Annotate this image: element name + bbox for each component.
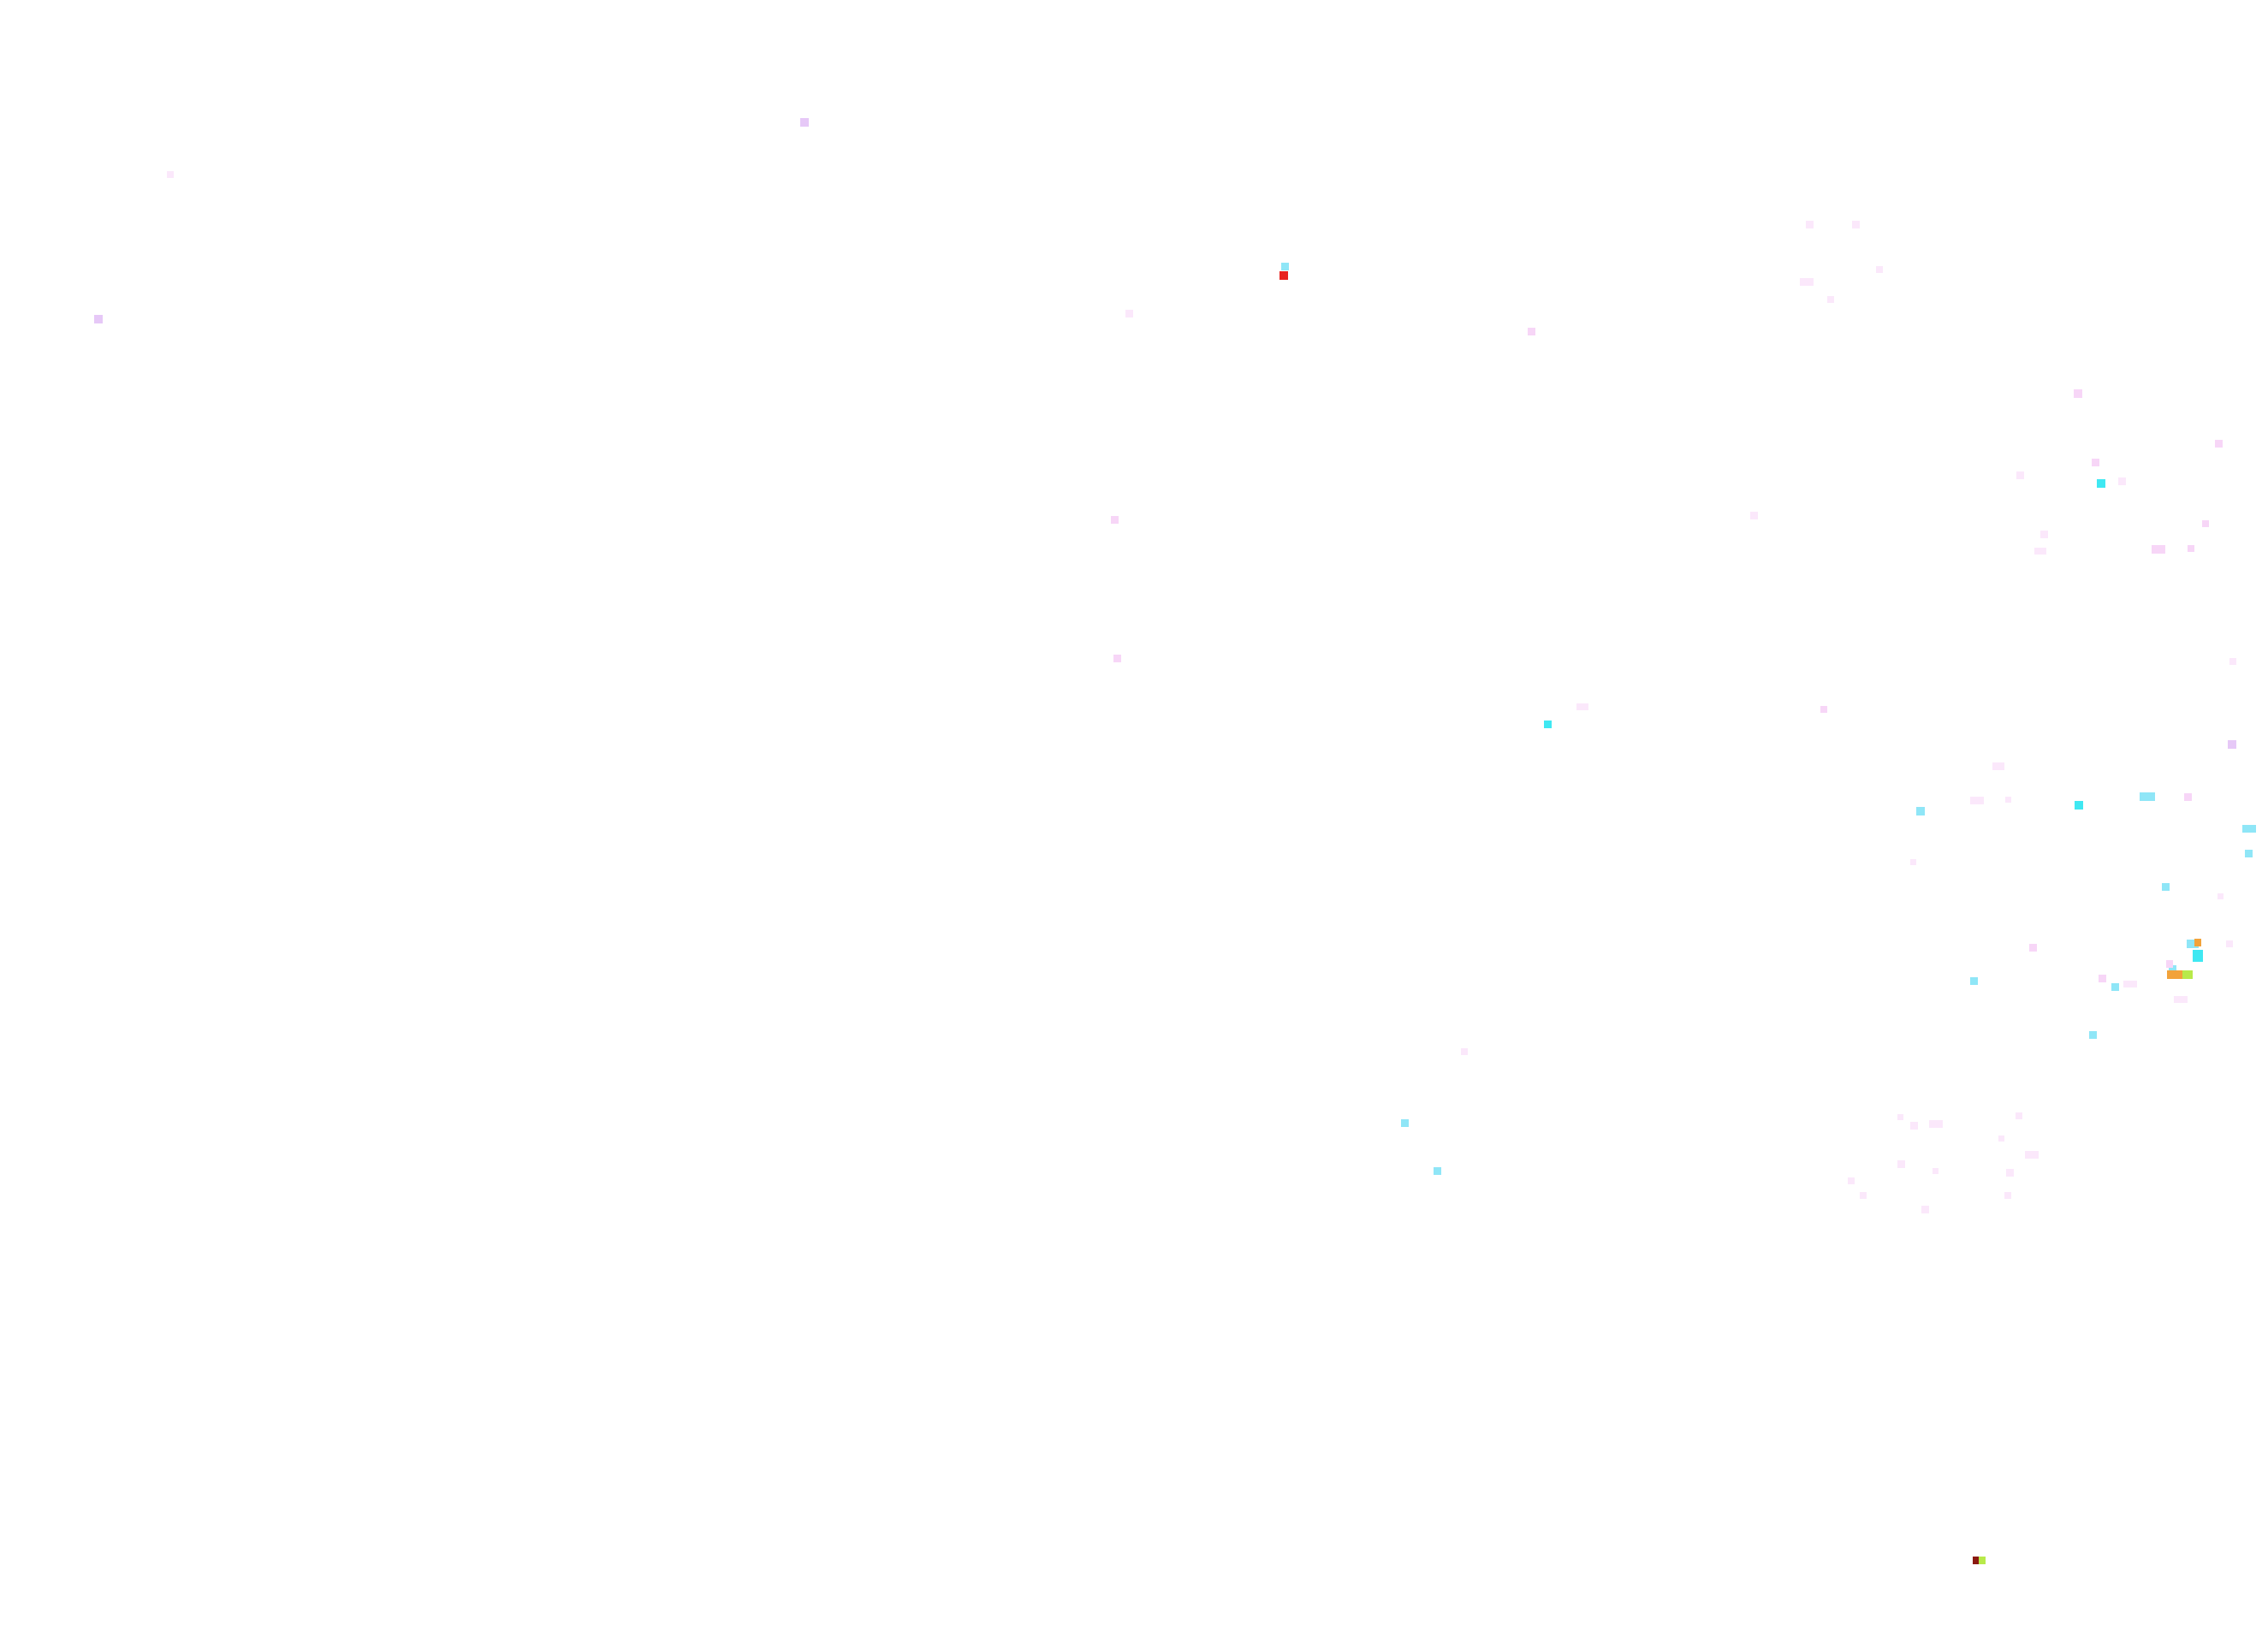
speck bbox=[2097, 479, 2105, 488]
speck bbox=[2166, 960, 2173, 968]
speck bbox=[1281, 263, 1289, 270]
speck bbox=[1401, 1119, 1409, 1127]
speck bbox=[2194, 939, 2201, 946]
speck bbox=[1852, 221, 1860, 228]
speck bbox=[2040, 531, 2048, 538]
speck bbox=[2229, 658, 2236, 665]
speck bbox=[1434, 1167, 1441, 1175]
speck bbox=[2099, 975, 2106, 982]
speck bbox=[2005, 797, 2011, 803]
speck bbox=[1576, 703, 1588, 710]
speck bbox=[2111, 983, 2119, 991]
speck bbox=[2118, 477, 2126, 485]
speck bbox=[2162, 883, 2170, 891]
speck bbox=[1970, 797, 1984, 804]
speck bbox=[2016, 1112, 2022, 1119]
speck bbox=[2174, 996, 2188, 1003]
speck bbox=[2089, 1031, 2097, 1039]
speck bbox=[1910, 1122, 1918, 1130]
speck bbox=[1279, 271, 1288, 280]
speck bbox=[1806, 221, 1814, 228]
speck bbox=[2167, 970, 2186, 979]
speck bbox=[2245, 850, 2253, 857]
speck bbox=[1929, 1120, 1943, 1128]
speck bbox=[2152, 545, 2165, 554]
speck bbox=[2169, 965, 2176, 974]
speck bbox=[1897, 1160, 1905, 1168]
speck-layer bbox=[94, 118, 2256, 1564]
speck bbox=[94, 315, 103, 323]
speck bbox=[2123, 981, 2137, 987]
speck bbox=[1970, 977, 1978, 985]
speck bbox=[2004, 1192, 2011, 1199]
speck bbox=[1860, 1192, 1867, 1199]
speck bbox=[2025, 1151, 2039, 1159]
speck bbox=[1528, 328, 1535, 335]
speck bbox=[1921, 1206, 1929, 1213]
speck bbox=[2092, 459, 2099, 466]
speck bbox=[2029, 944, 2037, 952]
speck bbox=[2034, 548, 2046, 555]
speck bbox=[2182, 970, 2193, 979]
speck bbox=[1897, 1114, 1903, 1120]
speck bbox=[1910, 859, 1916, 865]
speck bbox=[1827, 296, 1834, 303]
speck bbox=[2188, 545, 2194, 552]
speck bbox=[1876, 266, 1883, 273]
speck bbox=[1992, 762, 2004, 770]
speck bbox=[1461, 1048, 1468, 1055]
speck bbox=[2074, 389, 2082, 398]
speck bbox=[2187, 940, 2199, 948]
speck bbox=[1113, 655, 1121, 662]
speck bbox=[2006, 1169, 2014, 1177]
speck bbox=[2075, 801, 2083, 810]
speck bbox=[1111, 516, 1119, 524]
speck bbox=[2215, 440, 2223, 448]
speck bbox=[1933, 1168, 1938, 1174]
speck bbox=[2228, 740, 2236, 749]
speck bbox=[2140, 792, 2155, 801]
speck bbox=[1125, 310, 1133, 317]
speck bbox=[2242, 825, 2256, 833]
speck bbox=[1820, 706, 1827, 713]
speck bbox=[1973, 1557, 1980, 1564]
speck bbox=[1848, 1177, 1855, 1184]
speck bbox=[1800, 278, 1814, 286]
speck bbox=[2226, 940, 2233, 947]
speck bbox=[2202, 520, 2209, 527]
speck bbox=[2218, 893, 2223, 899]
speck bbox=[2184, 793, 2192, 801]
speck bbox=[1979, 1557, 1986, 1564]
speck bbox=[1544, 721, 1552, 728]
speck bbox=[1998, 1136, 2004, 1142]
speck bbox=[1916, 807, 1925, 815]
speck bbox=[1750, 512, 1758, 519]
speck bbox=[2193, 950, 2203, 962]
speck bbox=[167, 171, 174, 178]
speck bbox=[800, 118, 809, 127]
speck bbox=[2016, 471, 2024, 479]
